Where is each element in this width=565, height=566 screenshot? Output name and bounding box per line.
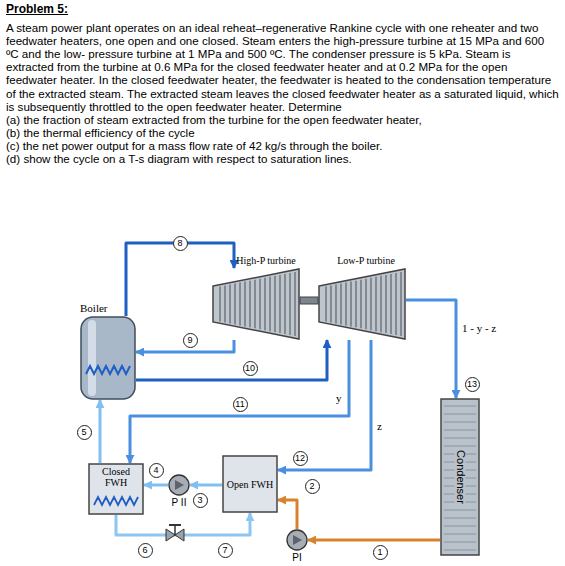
callout-number: 7 (218, 543, 233, 558)
pump: P II (168, 474, 190, 496)
question-item: (c) the net power output for a mass flow… (6, 139, 559, 152)
pipe-connector (136, 340, 327, 380)
closed-feedwater-heater: Closed FWH (88, 463, 144, 515)
pipe-connector (130, 340, 349, 463)
problem-title: Problem 5: (6, 3, 559, 16)
pump: PI (286, 529, 308, 551)
callout-number: 10 (243, 361, 258, 376)
node-label: High-P turbine (236, 255, 296, 266)
question-item: (b) the thermal efficiency of the cycle (6, 126, 559, 139)
pump-shape (286, 529, 308, 551)
callout-number: 13 (465, 377, 480, 392)
callout-number: 3 (193, 493, 208, 508)
problem-text: Problem 5: A steam power plant operates o… (6, 3, 559, 165)
node-label: PI (292, 552, 301, 563)
node-label: Closed FWH (90, 466, 142, 488)
node-label: Condenser (455, 448, 466, 506)
callout-number: 5 (77, 425, 92, 440)
problem-statement: A steam power plant operates on an ideal… (6, 21, 559, 113)
flow-fraction: z (377, 420, 382, 432)
pipe-connector (144, 484, 168, 487)
node-label: Low-P turbine (336, 255, 396, 266)
high-pressure-turbine-shape (212, 268, 300, 340)
low-pressure-turbine-shape (318, 268, 406, 340)
pipe-connector (190, 484, 222, 487)
pipe-connector (308, 539, 440, 542)
pipe-connector (278, 340, 371, 470)
callout-number: 8 (173, 236, 188, 251)
flow-fraction: y (336, 392, 342, 404)
node-label: Boiler (80, 303, 108, 314)
question-item: (d) show the cycle on a T-s diagram with… (6, 152, 559, 165)
callout-number: 11 (233, 397, 248, 412)
throttle-valve (166, 525, 184, 541)
condenser: Condenser (440, 398, 480, 556)
node-label: P II (172, 497, 187, 508)
boiler: Boiler (80, 316, 136, 400)
boiler-shape (80, 316, 136, 400)
callout-number: 2 (305, 479, 320, 494)
pipe-connector (278, 500, 297, 529)
flow-fraction: 1 - y - z (462, 322, 496, 334)
callout-number: 6 (138, 543, 153, 558)
callout-number: 4 (149, 463, 164, 478)
pipe-connector (406, 300, 456, 398)
high-pressure-turbine: High-P turbine (212, 268, 300, 340)
low-pressure-turbine: Low-P turbine (318, 268, 406, 340)
open-feedwater-heater: Open FWH (222, 455, 278, 513)
callout-number: 1 (373, 545, 388, 560)
pump-shape (168, 474, 190, 496)
pipe-connector (99, 400, 102, 463)
node-label: Open FWH (224, 479, 276, 490)
question-item: (a) the fraction of steam extracted from… (6, 113, 559, 126)
callout-number: 9 (183, 333, 198, 348)
callout-number: 12 (293, 451, 308, 466)
turbine-shaft (300, 297, 318, 304)
